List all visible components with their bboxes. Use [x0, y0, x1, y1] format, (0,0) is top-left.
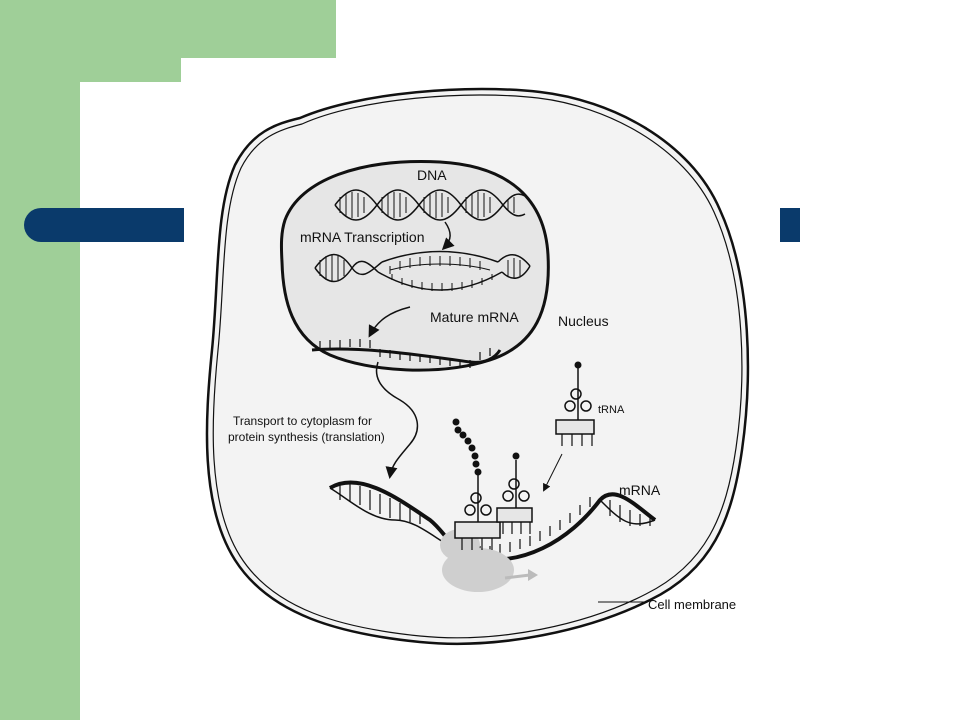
maturation-arrow	[368, 306, 411, 338]
trna-bound	[496, 460, 533, 534]
label-transport-line1: Transport to cytoplasm for	[233, 414, 372, 428]
label-dna: DNA	[417, 167, 447, 183]
title-bar-left	[24, 208, 184, 242]
green-background-side	[0, 58, 80, 720]
transport-arrow	[375, 361, 419, 479]
label-cell-membrane: Cell membrane	[648, 597, 736, 612]
trna-free	[555, 368, 595, 446]
label-mature-mrna: Mature mRNA	[430, 309, 519, 325]
amino-acid	[512, 452, 520, 460]
trna-with-peptide	[454, 470, 501, 550]
cell-inner	[212, 94, 743, 639]
label-nucleus: Nucleus	[558, 313, 609, 329]
title-bar-right	[780, 208, 800, 242]
green-background-top	[0, 0, 336, 58]
mature-mrna-strand	[311, 339, 502, 368]
transcription-arrow	[441, 221, 455, 251]
dna-helix	[334, 189, 526, 221]
trna-approach-arrow	[543, 453, 563, 492]
label-mrna-transcription: mRNA Transcription	[300, 229, 424, 245]
label-trna: tRNA	[598, 404, 625, 416]
label-transport-line2: protein synthesis (translation)	[228, 430, 385, 444]
peptide-chain	[452, 418, 482, 476]
amino-acid-free	[574, 361, 582, 369]
green-background-step	[80, 58, 181, 82]
label-mrna: mRNA	[619, 482, 661, 498]
transcription-helix	[314, 250, 531, 291]
